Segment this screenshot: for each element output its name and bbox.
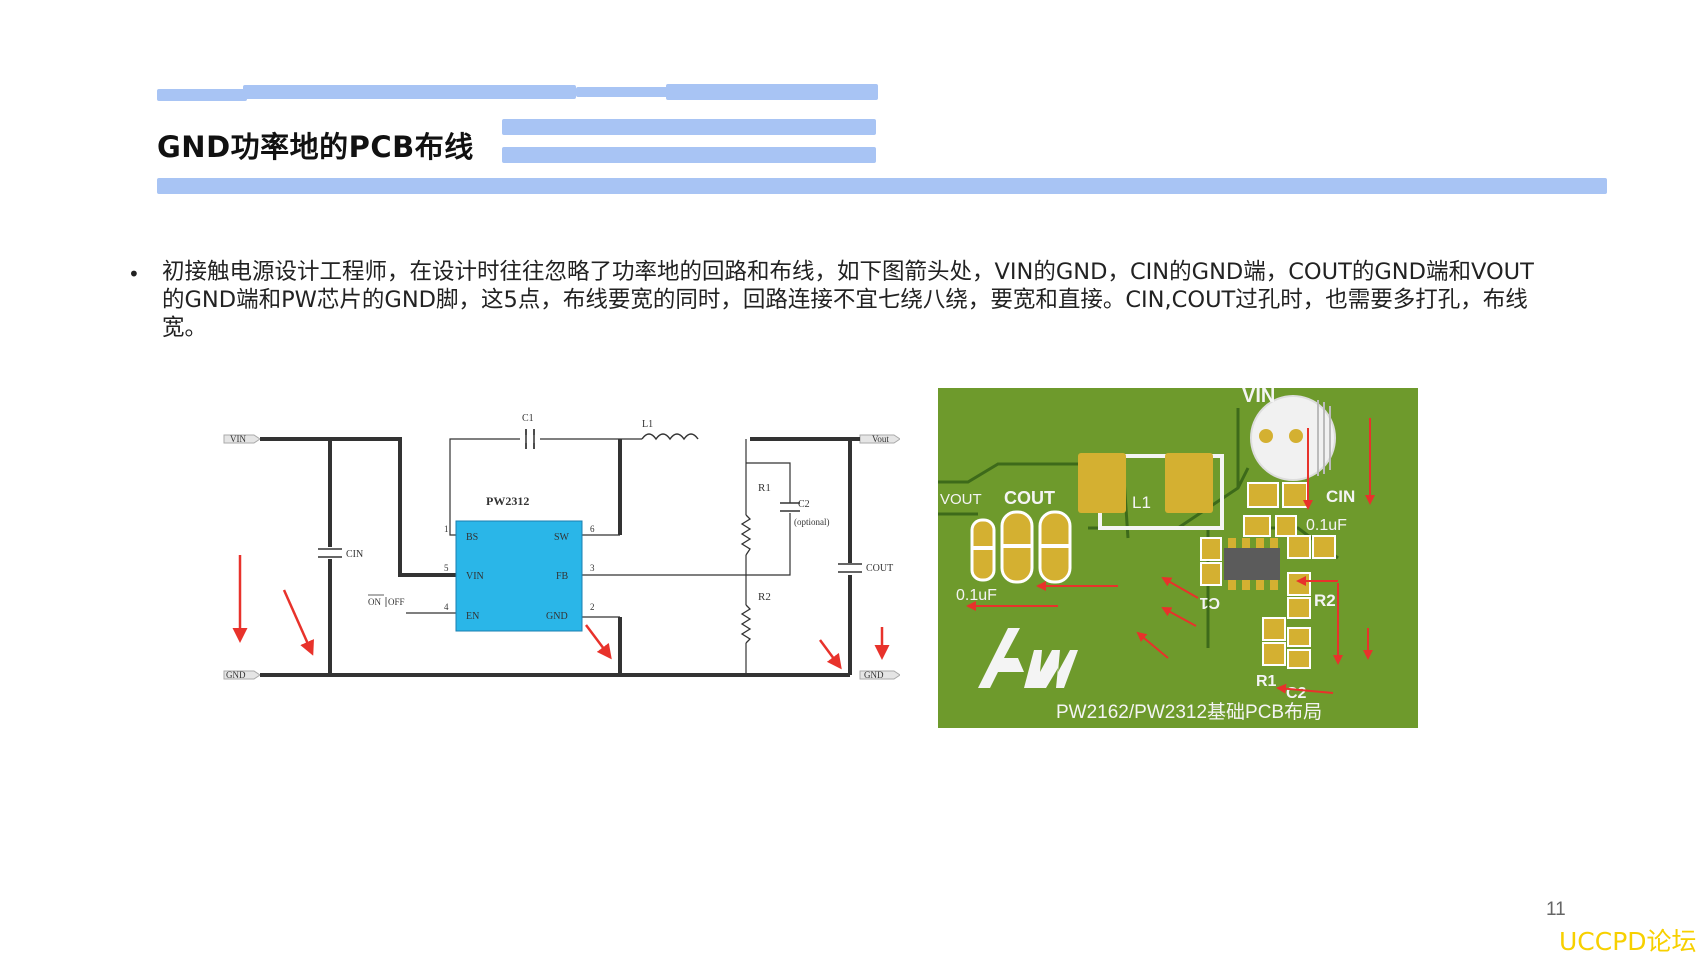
- on-label: ON: [368, 597, 381, 607]
- header-bar-1c: [576, 87, 676, 97]
- arrow-cin-gnd: [282, 589, 314, 656]
- pcb-arrows: [966, 418, 1375, 694]
- r2-label: R2: [758, 591, 771, 603]
- pin-fb: FB: [556, 571, 569, 582]
- vout-net-label: Vout: [872, 434, 889, 444]
- ic-name: PW2312: [486, 494, 529, 508]
- pcb-l1-label: L1: [1132, 493, 1151, 512]
- pcb-layout-image: VIN VOUT COUT L1 CIN 0.1uF 0.1uF R2 R1 C…: [938, 388, 1418, 728]
- pin-number-6: 6: [590, 524, 595, 534]
- power-traces: [260, 437, 860, 677]
- ic-pw2312: [455, 520, 583, 632]
- r2-resistor: [740, 604, 752, 644]
- pcb-r1-label: R1: [1256, 673, 1277, 690]
- header-bar-1b: [243, 85, 576, 99]
- pw-logo: [978, 628, 1078, 688]
- pcb-cap-left-label: 0.1uF: [956, 587, 997, 604]
- c2-note: (optional): [794, 517, 830, 527]
- l1-inductor: [641, 433, 699, 441]
- signal-traces: [406, 438, 791, 675]
- gnd-right-net-label: GND: [864, 670, 884, 680]
- gnd-arrows: [232, 555, 890, 670]
- pcb-cap-right-label: 0.1uF: [1306, 517, 1347, 534]
- page-number: 11: [1546, 899, 1566, 920]
- pin-number-2: 2: [590, 602, 595, 612]
- r1-label: R1: [758, 482, 771, 494]
- pin-bs: BS: [466, 532, 478, 543]
- pcb-c2-label: C2: [1286, 685, 1307, 702]
- cin-stripes: [1317, 400, 1331, 476]
- c2-capacitor: [780, 502, 800, 512]
- r1-resistor: [740, 514, 752, 556]
- small-components: [1200, 482, 1336, 669]
- l1-label: L1: [642, 419, 653, 430]
- pcb-cin-label: CIN: [1326, 487, 1355, 506]
- bullet-text: 初接触电源设计工程师，在设计时往往忽略了功率地的回路和布线，如下图箭头处，VIN…: [162, 259, 1534, 341]
- pin-vin: VIN: [466, 571, 484, 582]
- pin-number-4: 4: [444, 602, 449, 612]
- vin-label-box: [223, 434, 261, 444]
- vin-net-label: VIN: [230, 434, 246, 444]
- pin-sw: SW: [554, 532, 570, 543]
- pin-en: EN: [466, 611, 479, 622]
- gnd-left-label-box: [223, 670, 261, 680]
- c2-label: C2: [798, 499, 810, 510]
- arrow-cout-gnd: [818, 639, 842, 670]
- bullet-dot: •: [128, 262, 140, 286]
- pcb-vin-label: VIN: [1242, 388, 1275, 407]
- pin-number-5: 5: [444, 563, 449, 573]
- cin-capacitor: [318, 548, 342, 558]
- cin-label: CIN: [346, 549, 363, 560]
- pcb-vout-label: VOUT: [940, 491, 982, 508]
- header-bar-2: [502, 119, 876, 135]
- watermark: UCCPD论坛: [1559, 927, 1697, 956]
- gnd-left-net-label: GND: [226, 670, 246, 680]
- schematic-diagram: VIN Vout GND GND: [223, 413, 900, 680]
- l1-pad-left: [1078, 453, 1126, 513]
- pin-gnd: GND: [546, 611, 568, 622]
- header-bar-4: [157, 178, 1607, 194]
- pcb-cout-label: COUT: [1004, 488, 1055, 508]
- pcb-c1-label: C1: [1199, 594, 1220, 611]
- off-label: OFF: [388, 597, 405, 607]
- pin-number-3: 3: [590, 563, 595, 573]
- page-title: GND功率地的PCB布线: [157, 130, 474, 164]
- arrow-ic-gnd: [585, 624, 612, 660]
- pcb-caption: PW2162/PW2312基础PCB布局: [1056, 701, 1322, 723]
- cout-capacitors: [970, 510, 1072, 584]
- header-bar-3: [502, 147, 876, 163]
- ic-pins: [1228, 538, 1278, 590]
- vout-label-box: [859, 434, 900, 444]
- cout-label: COUT: [866, 563, 893, 574]
- cout-capacitor: [838, 563, 862, 573]
- gnd-right-label-box: [859, 670, 900, 680]
- c1-label: C1: [522, 413, 534, 424]
- ic-chip: [1224, 548, 1280, 580]
- header-bar-1a: [157, 89, 247, 101]
- pcb-r2-label: R2: [1314, 591, 1336, 610]
- header-bar-1d: [666, 84, 878, 100]
- pin-number-1: 1: [444, 524, 449, 534]
- l1-pad-right: [1165, 453, 1213, 513]
